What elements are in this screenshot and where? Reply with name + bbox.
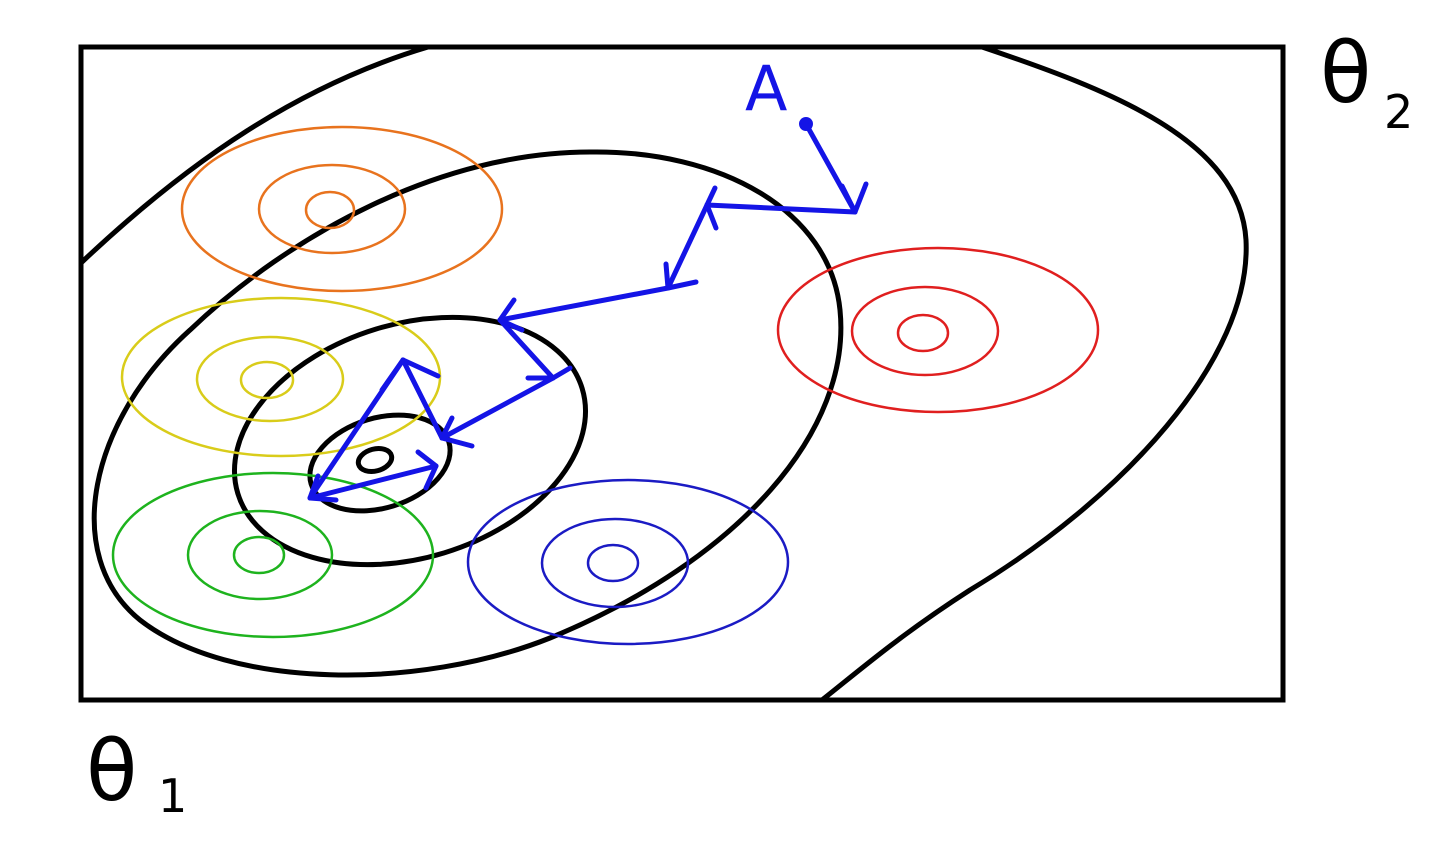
orange-cluster	[180, 125, 504, 293]
optimization-path	[307, 117, 869, 503]
yellow-contour-mid	[195, 335, 345, 423]
orange-contour-outer	[180, 125, 504, 293]
outer-contour-right	[819, 44, 1249, 703]
blue-cluster	[466, 478, 790, 646]
red-contour-mid	[850, 285, 1000, 377]
orange-contour-mid	[257, 163, 407, 255]
axis-theta2-label: θ	[1320, 24, 1371, 122]
path-step-2	[704, 202, 858, 215]
green-contour-inner	[232, 535, 286, 575]
mid-contour	[231, 314, 589, 568]
red-cluster	[776, 246, 1100, 414]
red-contour-outer	[776, 246, 1100, 414]
path-step-8	[307, 357, 406, 501]
start-point-label: A	[745, 52, 787, 125]
blue-contour-inner	[586, 543, 640, 583]
axis-theta1-subscript: 1	[158, 769, 187, 823]
path-step-9	[307, 463, 439, 501]
path-step-6	[439, 375, 556, 441]
outer-contour	[79, 44, 431, 265]
parameter-space-frame	[78, 44, 1286, 703]
path-step-4	[497, 285, 671, 323]
blue-contour-outer	[466, 478, 790, 646]
path-step-3	[665, 202, 710, 291]
path-step-5	[497, 317, 556, 381]
green-cluster	[111, 471, 435, 639]
yellow-contour-inner	[239, 360, 295, 400]
path-step-1-head	[839, 181, 869, 215]
global-contours	[79, 44, 1249, 703]
green-contour-mid	[186, 509, 334, 601]
axis-theta1-label: θ	[86, 722, 137, 820]
green-contour-outer	[111, 471, 435, 639]
red-contour-inner	[896, 313, 950, 353]
large-contour	[91, 149, 844, 678]
orange-contour-inner	[304, 190, 356, 230]
path-step-7	[400, 357, 445, 441]
axis-theta2-subscript: 2	[1384, 85, 1413, 139]
blue-contour-mid	[540, 517, 690, 609]
inner-contour	[307, 412, 453, 514]
path-step-9-head	[415, 449, 439, 491]
minimum-contour	[355, 445, 395, 475]
